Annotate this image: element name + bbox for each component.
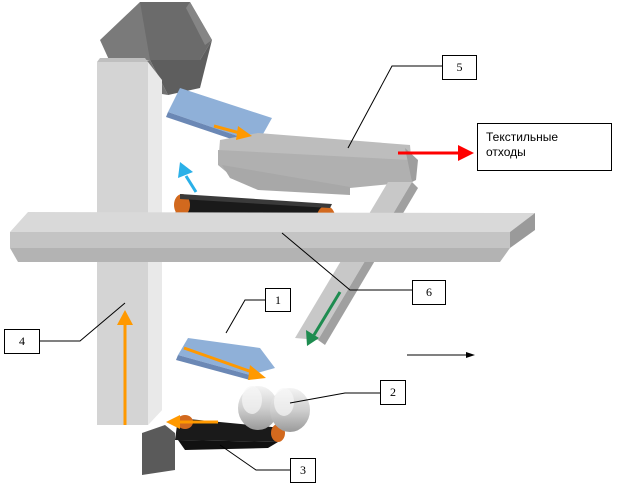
textile-waste-callout: Текстильные отходы bbox=[477, 123, 612, 171]
column-lower-side bbox=[148, 262, 162, 425]
textile-waste-label-line2: отходы bbox=[486, 145, 526, 159]
leader-line-1 bbox=[225, 299, 265, 334]
leader-line-2 bbox=[289, 392, 380, 404]
bottom-belt-flow-arrow bbox=[166, 415, 218, 429]
upward-flow-arrow bbox=[117, 310, 133, 425]
label-3: 3 bbox=[290, 458, 316, 483]
tray-bottom-flow-arrow bbox=[183, 346, 266, 380]
horizontal-beam bbox=[10, 212, 535, 262]
leader-line-4 bbox=[40, 302, 126, 342]
label-5: 5 bbox=[442, 55, 477, 80]
label-4: 4 bbox=[4, 329, 40, 354]
column-lower bbox=[97, 262, 148, 425]
label-6: 6 bbox=[412, 280, 446, 305]
leader-lines bbox=[40, 65, 442, 471]
leader-line-3 bbox=[219, 444, 290, 471]
waste-output-arrow bbox=[398, 145, 474, 161]
direction-indicator-arrow bbox=[407, 352, 475, 358]
tray-top-flow-arrow bbox=[213, 124, 252, 140]
top-belt-flow-arrow bbox=[178, 162, 198, 193]
leader-line-6 bbox=[281, 232, 412, 291]
separator-unit bbox=[218, 133, 418, 195]
label-2: 2 bbox=[380, 380, 406, 405]
label-1: 1 bbox=[265, 288, 291, 312]
bottom-belt-conveyor bbox=[142, 415, 285, 475]
chute-return-arrow bbox=[306, 291, 342, 346]
leader-line-5 bbox=[347, 65, 442, 149]
textile-waste-label-line1: Текстильные bbox=[486, 130, 559, 144]
rollers bbox=[238, 386, 310, 432]
